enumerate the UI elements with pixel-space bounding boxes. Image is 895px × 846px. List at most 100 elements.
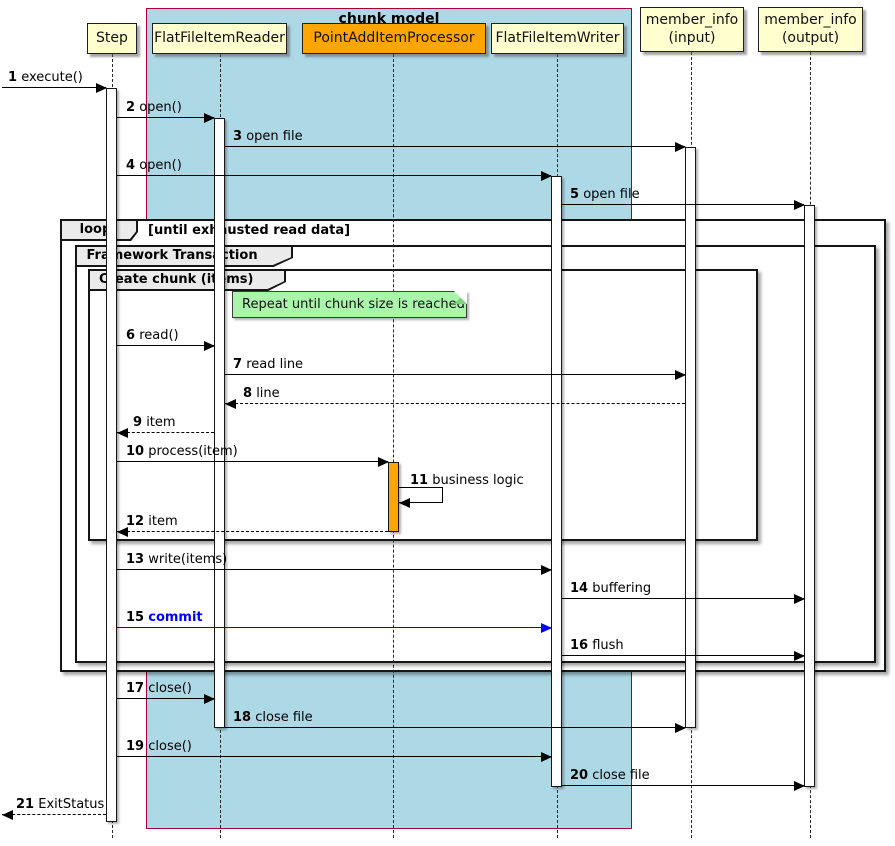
message-10-num: 10 xyxy=(126,444,145,459)
note-text: Repeat until chunk size is reached xyxy=(242,297,465,312)
message-19-label: 19 close() xyxy=(126,739,192,754)
frame-create-chunk-header: Create chunk (items) xyxy=(90,271,286,291)
message-4-num: 4 xyxy=(126,158,136,173)
message-1-label: 1 execute() xyxy=(8,70,83,85)
message-21-num: 21 xyxy=(16,797,35,812)
arrowhead xyxy=(117,527,128,537)
frame-transaction-header-fill xyxy=(77,247,292,266)
message-17-label: 17 close() xyxy=(126,681,192,696)
message-5-text: open file xyxy=(583,187,640,202)
message-12-label: 12 item xyxy=(126,514,178,529)
message-11-line-top xyxy=(399,487,443,488)
message-7-text: read line xyxy=(246,357,304,372)
message-9-text: item xyxy=(146,415,176,430)
participant-member-info-output: member_info (output) xyxy=(758,7,863,52)
participant-step: Step xyxy=(87,23,137,54)
message-11-num: 11 xyxy=(410,473,429,488)
arrowhead xyxy=(794,651,805,661)
message-20-text: close file xyxy=(592,768,650,783)
participant-pointadditemprocessor: PointAddItemProcessor xyxy=(302,23,486,54)
message-18-num: 18 xyxy=(233,710,252,725)
message-10-label: 10 process(item) xyxy=(126,444,238,459)
arrowhead xyxy=(204,694,215,704)
message-11-line-bottom xyxy=(399,502,443,503)
frame-loop-header: loop xyxy=(62,221,138,241)
message-3-label: 3 open file xyxy=(233,129,303,144)
message-19-line xyxy=(117,756,551,757)
message-16-text: flush xyxy=(592,638,624,653)
message-15-label: 15 commit xyxy=(126,610,203,625)
message-5-line xyxy=(562,204,804,205)
arrowhead xyxy=(117,428,128,438)
message-8-label: 8 line xyxy=(243,386,280,401)
message-14-line xyxy=(562,598,804,599)
message-7-label: 7 read line xyxy=(233,357,303,372)
lifeline-pointadditemprocessor xyxy=(393,54,394,838)
message-10-text: process(item) xyxy=(148,444,238,459)
message-4-text: open() xyxy=(139,158,182,173)
message-11-text: business logic xyxy=(432,473,524,488)
message-15-text: commit xyxy=(148,610,203,625)
message-20-num: 20 xyxy=(570,768,589,783)
arrowhead xyxy=(399,498,410,508)
message-14-text: buffering xyxy=(592,581,652,596)
message-10-line xyxy=(117,461,388,462)
arrowhead xyxy=(541,623,552,633)
activation-flatfileitemreader xyxy=(214,118,225,728)
message-17-line xyxy=(117,698,214,699)
message-8-line xyxy=(225,403,685,404)
arrowhead xyxy=(96,83,107,93)
message-16-label: 16 flush xyxy=(570,638,624,653)
message-13-label: 13 write(items) xyxy=(126,552,227,567)
message-17-text: close() xyxy=(148,681,192,696)
message-21-text: ExitStatus xyxy=(38,797,105,812)
message-2-num: 2 xyxy=(126,100,136,115)
activation-pointadditemprocessor xyxy=(388,462,399,532)
message-15-line xyxy=(117,627,551,628)
message-12-num: 12 xyxy=(126,514,145,529)
message-18-text: close file xyxy=(255,710,313,725)
activation-member-info-input xyxy=(685,147,696,728)
message-20-label: 20 close file xyxy=(570,768,650,783)
message-21-label: 21 ExitStatus xyxy=(16,797,104,812)
message-11-label: 11 business logic xyxy=(410,473,524,488)
message-6-num: 6 xyxy=(126,328,136,343)
message-8-text: line xyxy=(256,386,280,401)
frame-create-chunk-header-fill xyxy=(90,271,285,290)
message-13-text: write(items) xyxy=(148,552,228,567)
message-7-line xyxy=(225,374,685,375)
arrowhead xyxy=(675,723,686,733)
message-19-num: 19 xyxy=(126,739,145,754)
message-1-line xyxy=(2,87,106,88)
message-17-num: 17 xyxy=(126,681,145,696)
message-2-line xyxy=(117,117,214,118)
participant-flatfileitemwriter: FlatFileItemWriter xyxy=(491,23,624,54)
message-9-num: 9 xyxy=(133,415,143,430)
arrowhead xyxy=(541,565,552,575)
message-16-num: 16 xyxy=(570,638,589,653)
loop-guard: [until exhausted read data] xyxy=(148,223,351,238)
arrowhead xyxy=(204,113,215,123)
message-6-text: read() xyxy=(139,328,179,343)
message-21-line xyxy=(2,814,106,815)
message-3-text: open file xyxy=(246,129,303,144)
message-4-line xyxy=(117,175,551,176)
message-6-line xyxy=(117,345,214,346)
arrowhead xyxy=(541,171,552,181)
note-fold-cut xyxy=(454,291,467,304)
message-9-label: 9 item xyxy=(133,415,176,430)
arrowhead xyxy=(794,200,805,210)
message-15-num: 15 xyxy=(126,610,145,625)
message-5-num: 5 xyxy=(570,187,580,202)
note-repeat-chunk: Repeat until chunk size is reached xyxy=(232,291,467,318)
frame-loop-header-fill xyxy=(62,221,137,240)
frame-loop-label: loop xyxy=(79,222,112,237)
message-14-label: 14 buffering xyxy=(570,581,651,596)
message-18-line xyxy=(225,727,685,728)
arrowhead xyxy=(794,594,805,604)
activation-step xyxy=(106,88,117,822)
message-3-line xyxy=(225,146,685,147)
message-12-line xyxy=(117,531,388,532)
message-2-text: open() xyxy=(139,100,182,115)
arrowhead xyxy=(794,781,805,791)
